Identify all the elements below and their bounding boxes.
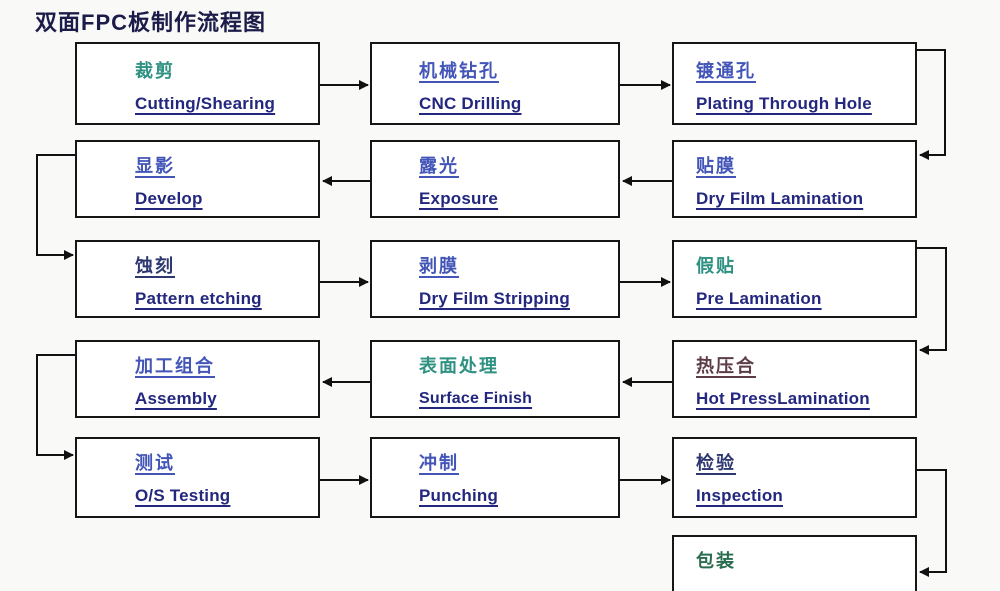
step-zh-label: 机械钻孔: [419, 61, 499, 81]
step-zh-label: 显影: [135, 156, 175, 176]
flow-box-assembly: 加工组合 Assembly: [75, 340, 320, 418]
step-zh-label: 露光: [419, 156, 459, 176]
flow-box-pattern-etching: 蚀刻 Pattern etching: [75, 240, 320, 318]
flow-box-pre-lamination: 假贴 Pre Lamination: [672, 240, 917, 318]
step-zh-label: 加工组合: [135, 356, 215, 376]
step-en-label: Dry Film Stripping: [419, 289, 570, 308]
step-en-label: CNC Drilling: [419, 94, 522, 113]
flow-box-os-testing: 测试 O/S Testing: [75, 437, 320, 518]
step-zh-label: 蚀刻: [135, 256, 175, 276]
step-en-label: Plating Through Hole: [696, 94, 872, 113]
flow-box-cnc-drilling: 机械钻孔 CNC Drilling: [370, 42, 620, 125]
step-zh-label: 贴膜: [696, 156, 736, 176]
step-en-label: Inspection: [696, 486, 784, 505]
step-en-label: Surface Finish: [419, 390, 533, 407]
step-zh-label: 检验: [696, 453, 736, 473]
step-zh-label: 剥膜: [419, 256, 459, 276]
step-en-label: Punching: [419, 486, 499, 505]
step-en-label: O/S Testing: [135, 486, 231, 505]
step-en-label: Hot PressLamination: [696, 389, 870, 408]
step-en-label: Cutting/Shearing: [135, 94, 276, 113]
step-en-label: Pattern etching: [135, 289, 262, 308]
flow-box-dry-film-stripping: 剥膜 Dry Film Stripping: [370, 240, 620, 318]
step-en-label: Assembly: [135, 389, 217, 408]
flow-box-surface-finish: 表面处理 Surface Finish: [370, 340, 620, 418]
flow-box-inspection: 检验 Inspection: [672, 437, 917, 518]
step-en-label: Develop: [135, 189, 203, 208]
step-zh-label: 测试: [135, 453, 175, 473]
flow-box-punching: 冲制 Punching: [370, 437, 620, 518]
step-zh-label: 热压合: [696, 356, 756, 376]
flow-box-exposure: 露光 Exposure: [370, 140, 620, 218]
flow-box-dry-film-lamination: 贴膜 Dry Film Lamination: [672, 140, 917, 218]
flow-box-plating-through-hole: 镀通孔 Plating Through Hole: [672, 42, 917, 125]
flow-box-packing: 包装: [672, 535, 917, 591]
step-zh-label: 裁剪: [135, 61, 175, 81]
step-zh-label: 包装: [696, 551, 736, 571]
step-en-label: Exposure: [419, 189, 499, 208]
step-zh-label: 冲制: [419, 453, 459, 473]
flow-box-hot-press-lamination: 热压合 Hot PressLamination: [672, 340, 917, 418]
diagram-title: 双面FPC板制作流程图: [35, 10, 267, 35]
step-zh-label: 表面处理: [419, 356, 499, 376]
step-zh-label: 镀通孔: [696, 61, 756, 81]
step-en-label: Pre Lamination: [696, 289, 822, 308]
flow-box-develop: 显影 Develop: [75, 140, 320, 218]
step-en-label: Dry Film Lamination: [696, 189, 864, 208]
step-zh-label: 假贴: [696, 256, 736, 276]
flow-box-cutting-shearing: 裁剪 Cutting/Shearing: [75, 42, 320, 125]
